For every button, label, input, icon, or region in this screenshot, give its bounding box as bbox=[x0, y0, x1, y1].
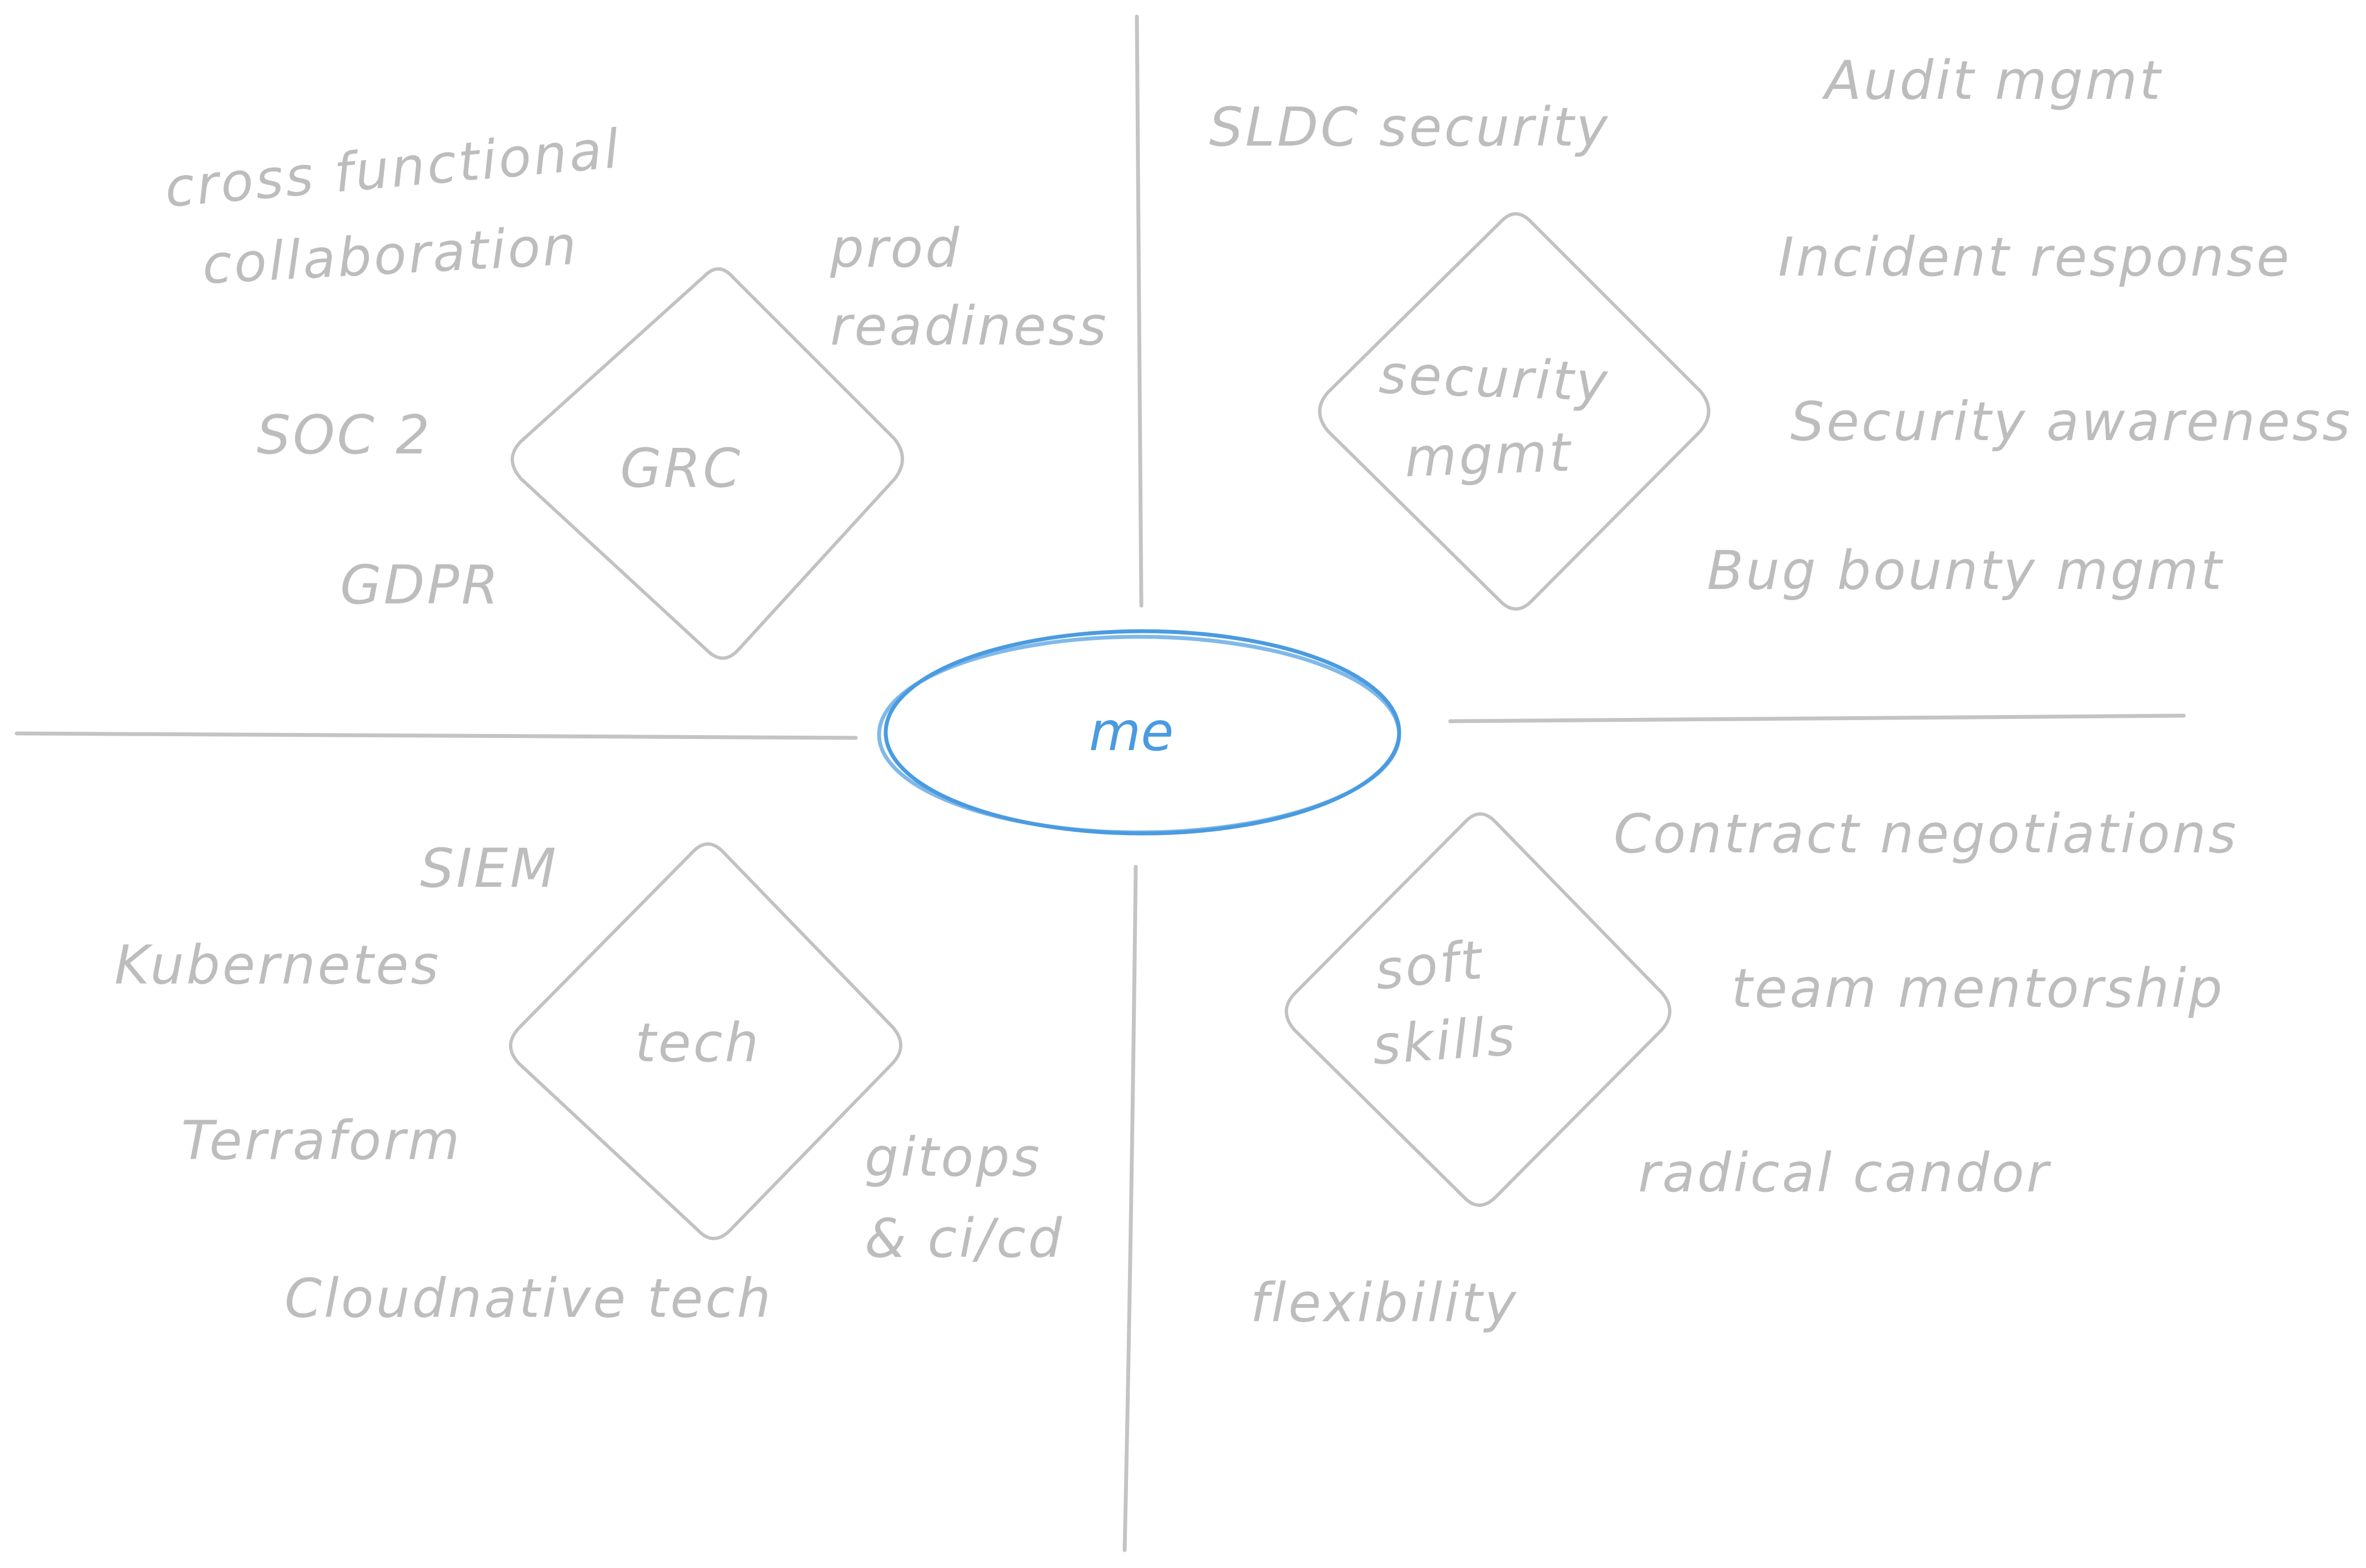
tl-item-gdpr: GDPR bbox=[340, 554, 501, 616]
grc-hub-label: GRC bbox=[620, 437, 742, 500]
security-mgmt-hub-line1: security bbox=[1378, 343, 1611, 413]
bl-item-terraform: Terraform bbox=[181, 1110, 462, 1172]
tl-item-cross-functional: cross functional bbox=[162, 118, 623, 219]
tr-item-sldc-security: SLDC security bbox=[1209, 96, 1610, 158]
bl-item-cloudnative-tech: Cloudnative tech bbox=[284, 1267, 773, 1330]
tr-item-security-awareness: Security awareness bbox=[1790, 391, 2352, 453]
tr-item-incident-response: Incident response bbox=[1778, 226, 2292, 288]
center-ellipse-sketch bbox=[877, 635, 1401, 835]
tr-item-audit-mgmt: Audit mgmt bbox=[1821, 49, 2163, 112]
br-item-contract-negotiations: Contract negotiations bbox=[1614, 803, 2238, 865]
bl-item-kubernetes: Kubernetes bbox=[114, 934, 441, 996]
tech-hub-label: tech bbox=[635, 1012, 761, 1074]
soft-skills-node[interactable]: soft skills bbox=[1285, 812, 1671, 1207]
security-mgmt-node[interactable]: security mgmt bbox=[1318, 212, 1710, 611]
tl-item-prod: prod bbox=[830, 217, 961, 279]
bl-item-cicd: & ci/cd bbox=[865, 1207, 1064, 1270]
tech-node[interactable]: tech bbox=[509, 842, 902, 1240]
tl-item-soc2: SOC 2 bbox=[257, 404, 432, 466]
divider-left-horizontal bbox=[14, 731, 858, 740]
grc-diamond bbox=[511, 267, 904, 660]
grc-node[interactable]: GRC bbox=[511, 267, 904, 660]
divider-top-vertical bbox=[1135, 14, 1144, 608]
tr-item-bug-bounty-mgmt: Bug bounty mgmt bbox=[1707, 540, 2224, 602]
soft-skills-hub-line1: soft bbox=[1372, 928, 1487, 1002]
tl-item-collaboration: collaboration bbox=[201, 214, 580, 296]
center-node[interactable]: me bbox=[877, 629, 1401, 836]
tl-item-readiness: readiness bbox=[830, 295, 1109, 357]
divider-right-horizontal bbox=[1448, 713, 2186, 723]
tech-diamond bbox=[509, 842, 902, 1240]
soft-skills-diamond bbox=[1285, 812, 1671, 1207]
security-mgmt-diamond bbox=[1318, 212, 1710, 611]
divider-bottom-vertical bbox=[1122, 865, 1138, 1552]
center-label: me bbox=[1089, 701, 1174, 763]
security-mgmt-hub-line2: mgmt bbox=[1404, 421, 1573, 489]
br-item-radical-candor: radical candor bbox=[1638, 1142, 2051, 1204]
br-item-team-mentorship: team mentorship bbox=[1731, 957, 2224, 1020]
bl-item-gitops: gitops bbox=[865, 1126, 1042, 1189]
bl-item-siem: SIEM bbox=[420, 837, 558, 900]
br-item-flexibility: flexibility bbox=[1250, 1272, 1518, 1334]
soft-skills-hub-line2: skills bbox=[1370, 1005, 1519, 1077]
